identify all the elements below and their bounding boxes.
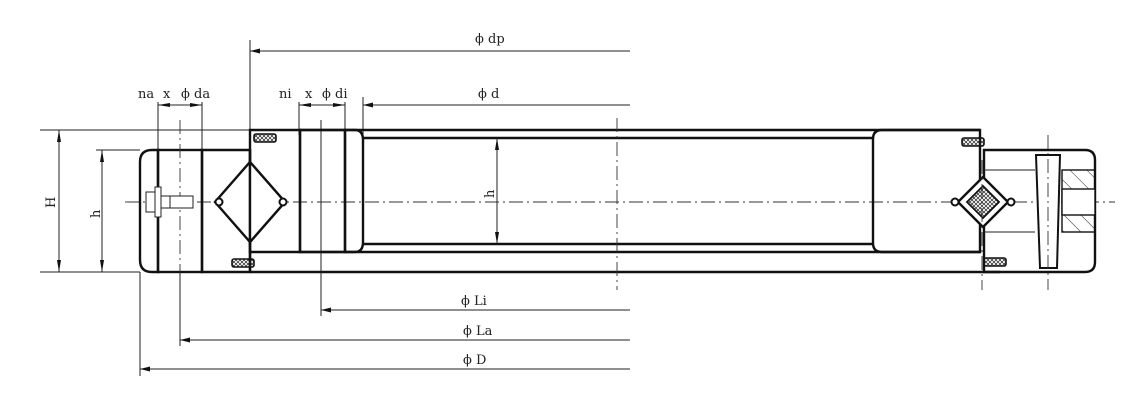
dim-label-h-inner: h bbox=[483, 189, 498, 198]
dim-label-D: ϕ D bbox=[463, 353, 486, 368]
dimension-h-outer: h bbox=[89, 149, 140, 272]
dimension-dp: ϕ dp bbox=[249, 32, 630, 135]
dim-label-ni: ni bbox=[279, 87, 292, 102]
seal-top-left bbox=[253, 133, 277, 143]
dimension-d: ϕ d bbox=[362, 87, 630, 135]
dimension-D: ϕ D bbox=[139, 272, 630, 376]
dimension-ni-di: ni x ϕ di bbox=[279, 87, 347, 135]
dim-label-x-left: x bbox=[163, 87, 171, 102]
dim-label-H: H bbox=[44, 197, 59, 208]
dim-label-x-mid: x bbox=[305, 87, 313, 102]
dimension-Li: ϕ Li bbox=[320, 252, 630, 316]
tapered-pin-icon bbox=[1034, 135, 1062, 290]
dim-label-di: ϕ di bbox=[322, 87, 347, 102]
dim-label-dp: ϕ dp bbox=[475, 32, 505, 47]
dim-label-h-outer: h bbox=[89, 209, 104, 218]
dimension-na-da: na x ϕ da bbox=[138, 87, 210, 150]
dim-label-Li: ϕ Li bbox=[461, 294, 487, 309]
bolt-icon bbox=[145, 186, 194, 218]
dim-label-d: ϕ d bbox=[478, 87, 499, 102]
dim-label-La: ϕ La bbox=[463, 324, 493, 339]
dim-label-na: na bbox=[138, 87, 154, 102]
left-section bbox=[138, 120, 365, 345]
dim-label-da: ϕ da bbox=[181, 87, 210, 102]
dimension-H: H bbox=[40, 129, 250, 273]
right-section bbox=[871, 128, 1097, 290]
dimension-La: ϕ La bbox=[179, 272, 630, 346]
bore-area: h bbox=[250, 118, 1000, 290]
seal-bottom-left bbox=[231, 258, 255, 268]
